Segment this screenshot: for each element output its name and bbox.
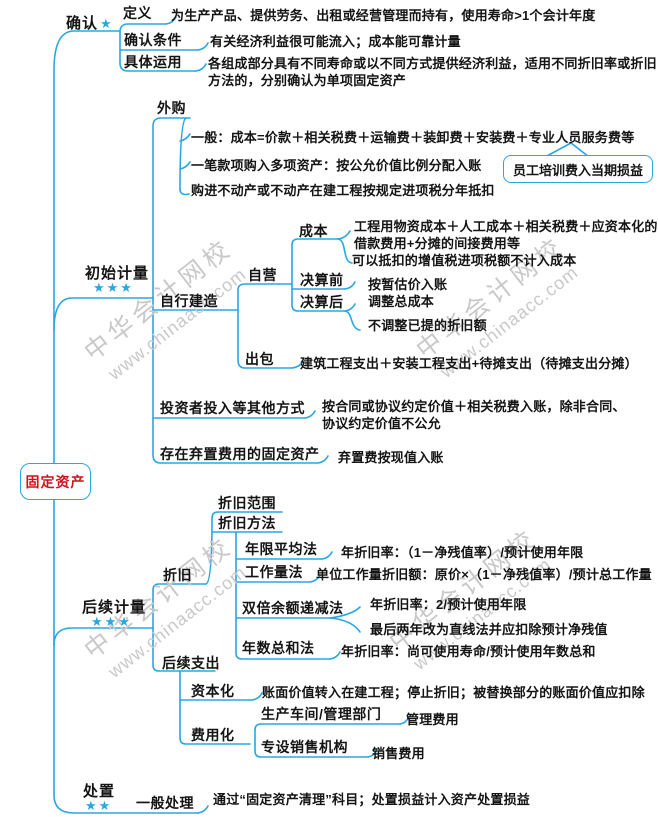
branch-subsequent-measurement[interactable]: 后续计量 xyxy=(82,599,147,616)
leaf-double-declining-rate[interactable]: 年折旧率：2/预计使用年限 xyxy=(370,597,527,612)
leaf-before-settlement-text[interactable]: 按暂估价入账 xyxy=(368,277,448,292)
leaf-definition-text[interactable]: 为生产产品、提供劳务、出租或经营管理而持有，使用寿命>1个会计年度 xyxy=(171,8,596,23)
node-sum-of-years-label[interactable]: 年数总和法 xyxy=(242,640,315,656)
leaf-workshop-admin-expense[interactable]: 管理费用 xyxy=(406,712,459,727)
node-definition-label[interactable]: 定义 xyxy=(123,5,152,21)
node-capitalized-label[interactable]: 资本化 xyxy=(191,683,235,699)
leaf-sum-of-years-text[interactable]: 年折旧率：尚可使用寿命/预计使用年数总和 xyxy=(341,644,596,659)
leaf-conditions-text[interactable]: 有关经济利益很可能流入；成本能可靠计量 xyxy=(210,34,461,49)
node-workshop-label[interactable]: 生产车间/管理部门 xyxy=(261,706,382,722)
star-icon: ★ xyxy=(100,16,113,31)
leaf-cost-text[interactable]: 工程用物资成本＋人工成本＋相关税费＋应资本化的 借款费用+分摊的间接费用等 xyxy=(354,219,658,251)
node-units-of-production-label[interactable]: 工作量法 xyxy=(245,564,303,580)
node-sales-org-label[interactable]: 专设销售机构 xyxy=(261,739,348,755)
leaf-general-treatment-text[interactable]: 通过“固定资产清理”科目；处置损益计入资产处置损益 xyxy=(213,792,531,807)
leaf-investor-text[interactable]: 按合同或协议约定价值＋相关税费入账，除非合同、 协议约定价值不公允 xyxy=(322,399,626,431)
root-node-fixed-assets[interactable]: 固定资产 xyxy=(20,463,91,500)
leaf-units-of-production-text[interactable]: 单位工作量折旧额：原价×（1－净残值率）/预计总工作量 xyxy=(316,567,652,582)
node-double-declining-label[interactable]: 双倍余额递减法 xyxy=(242,600,344,616)
node-disposal-cost-label[interactable]: 存在弃置费用的固定资产 xyxy=(160,446,320,462)
node-investor-label[interactable]: 投资者投入等其他方式 xyxy=(160,400,305,416)
leaf-purchase-real-estate-vat[interactable]: 购进不动产或不动产在建工程按规定进项税分年抵扣 xyxy=(191,183,495,198)
leaf-purchase-general[interactable]: 一般：成本=价款＋相关税费＋运输费＋装卸费＋安装费＋专业人员服务费等 xyxy=(191,130,635,145)
node-depreciation-label[interactable]: 折旧 xyxy=(163,567,192,583)
node-self-construction-label[interactable]: 自行建造 xyxy=(160,293,218,309)
star-icon: ★★ xyxy=(85,798,113,813)
callout-training-fee[interactable]: 员工培训费入当期损益 xyxy=(503,155,653,183)
node-subsequent-expenditure-label[interactable]: 后续支出 xyxy=(162,655,220,671)
leaf-cost-vat-text[interactable]: 可以抵扣的增值税进项税额不计入成本 xyxy=(352,253,577,268)
node-depreciation-methods-label[interactable]: 折旧方法 xyxy=(218,515,276,531)
node-application-label[interactable]: 具体运用 xyxy=(124,54,182,70)
node-before-settlement-label[interactable]: 决算前 xyxy=(300,272,344,288)
leaf-after-settlement-no-adjust[interactable]: 不调整已提的折旧额 xyxy=(368,318,487,333)
leaf-after-settlement-adjust[interactable]: 调整总成本 xyxy=(368,294,435,309)
branch-recognition-label: 确认 xyxy=(66,15,99,32)
node-purchase-label[interactable]: 外购 xyxy=(157,100,186,116)
node-depreciation-scope-label[interactable]: 折旧范围 xyxy=(218,495,276,511)
node-self-operated-label[interactable]: 自营 xyxy=(248,267,277,283)
leaf-outsourced-text[interactable]: 建筑工程支出＋安装工程支出+待摊支出（待摊支出分摊） xyxy=(300,356,638,371)
node-straight-line-label[interactable]: 年限平均法 xyxy=(245,541,318,557)
leaf-double-declining-last-years[interactable]: 最后两年改为直线法并应扣除预计净残值 xyxy=(370,622,608,637)
star-icon: ★★★ xyxy=(91,614,132,629)
leaf-capitalized-text[interactable]: 账面价值转入在建工程；停止折旧；被替换部分的账面价值应扣除 xyxy=(262,685,645,700)
leaf-sales-org-selling-expense[interactable]: 销售费用 xyxy=(372,746,425,761)
node-expensed-label[interactable]: 费用化 xyxy=(191,727,235,743)
branch-disposal[interactable]: 处置 xyxy=(83,783,116,800)
node-outsourced-label[interactable]: 出包 xyxy=(245,351,274,367)
node-after-settlement-label[interactable]: 决算后 xyxy=(300,294,344,310)
leaf-straight-line-text[interactable]: 年折旧率：（1－净残值率）/预计使用年限 xyxy=(341,545,584,560)
node-conditions-label[interactable]: 确认条件 xyxy=(124,32,182,48)
node-general-treatment-label[interactable]: 一般处理 xyxy=(136,795,194,811)
leaf-disposal-cost-text[interactable]: 弃置费按现值入账 xyxy=(338,450,444,465)
node-cost-label[interactable]: 成本 xyxy=(299,223,328,239)
leaf-application-text[interactable]: 各组成部分具有不同寿命或以不同方式提供经济利益，适用不同折旧率或折旧 方法的，分… xyxy=(208,56,657,88)
star-icon: ★★★ xyxy=(93,280,134,295)
branch-recognition[interactable]: 确认★ xyxy=(66,16,113,31)
branch-initial-measurement[interactable]: 初始计量 xyxy=(85,265,150,282)
leaf-purchase-lump-sum[interactable]: 一笔款项购入多项资产：按公允价值比例分配入账 xyxy=(191,158,482,173)
